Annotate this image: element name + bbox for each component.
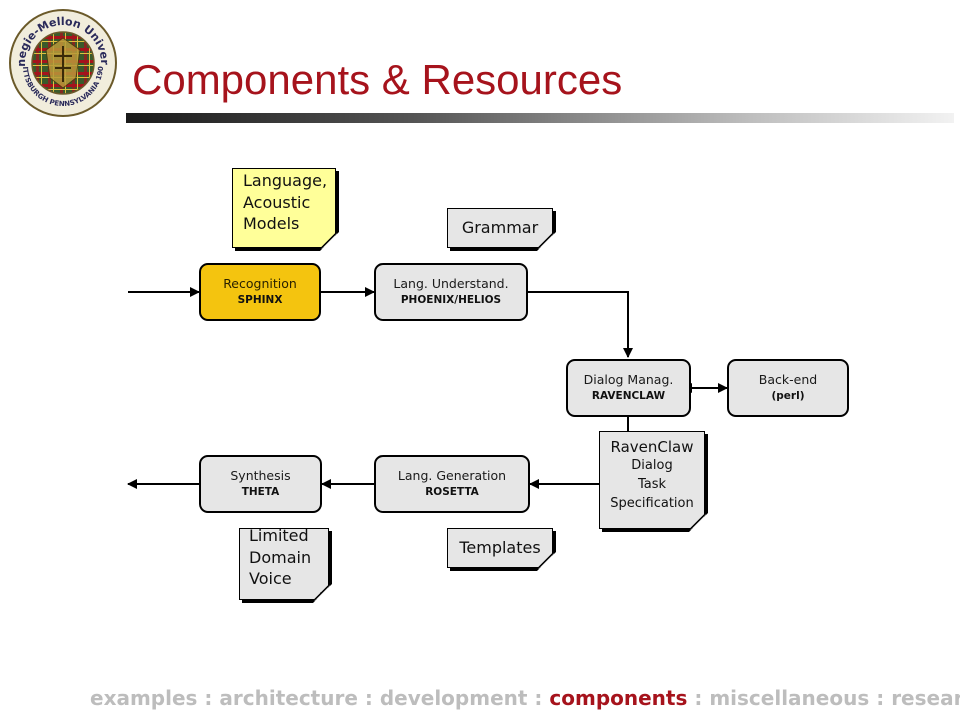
slide-title: Components & Resources xyxy=(132,56,623,103)
templates-label: Templates xyxy=(459,538,541,558)
recognition-component: Recognition SPHINX xyxy=(199,263,321,321)
generation-label: Lang. Generation xyxy=(397,468,507,484)
nav-item-miscellaneous[interactable]: miscellaneous xyxy=(709,686,870,710)
nav-separator: : xyxy=(869,686,892,710)
templates-note: Templates xyxy=(447,528,553,568)
synthesis-component: Synthesis THETA xyxy=(199,455,322,513)
nav-item-examples[interactable]: examples xyxy=(90,686,198,710)
nav-item-architecture[interactable]: architecture xyxy=(219,686,358,710)
models-line-3: Models xyxy=(243,214,300,234)
dialog-label: Dialog Manag. xyxy=(583,372,674,388)
models-line-1: Language, xyxy=(243,171,328,190)
section-nav: examples : architecture : development : … xyxy=(90,686,960,710)
voice-line-2: Domain xyxy=(249,547,312,567)
language-understanding-component: Lang. Understand. PHOENIX/HELIOS xyxy=(374,263,528,321)
dialog-manager-component: Dialog Manag. RAVENCLAW xyxy=(566,359,691,417)
ravenclaw-line-3: Specification xyxy=(610,495,694,511)
nav-item-components[interactable]: components xyxy=(549,686,688,710)
synthesis-label: Synthesis xyxy=(230,468,291,484)
nav-item-development[interactable]: development xyxy=(379,686,528,710)
nav-separator: : xyxy=(527,686,550,710)
language-acoustic-models-note: Language, Acoustic Models xyxy=(232,168,336,248)
nav-separator: : xyxy=(357,686,380,710)
backend-component: Back-end (perl) xyxy=(727,359,849,417)
backend-label: Back-end xyxy=(758,372,818,388)
generation-system: ROSETTA xyxy=(425,486,479,499)
understanding-label: Lang. Understand. xyxy=(393,276,509,292)
university-seal-logo: Carnegie-Mellon University PITTSBURGH PE… xyxy=(8,8,117,117)
ravenclaw-spec-note: RavenClaw Dialog Task Specification xyxy=(599,431,705,529)
synthesis-system: THETA xyxy=(241,486,280,499)
recognition-label: Recognition xyxy=(223,276,297,292)
backend-system: (perl) xyxy=(771,390,805,403)
voice-line-1: Limited xyxy=(249,526,309,545)
ravenclaw-line-2: Task xyxy=(637,477,667,493)
voice-line-3: Voice xyxy=(249,569,292,589)
grammar-note: Grammar xyxy=(447,208,553,248)
ravenclaw-line-1: Dialog xyxy=(631,458,673,474)
ravenclaw-title: RavenClaw xyxy=(610,438,694,456)
nav-separator: : xyxy=(687,686,710,710)
models-line-2: Acoustic xyxy=(243,192,311,212)
nav-separator: : xyxy=(197,686,220,710)
nav-item-research[interactable]: research xyxy=(891,686,960,710)
understanding-system: PHOENIX/HELIOS xyxy=(400,294,502,307)
recognition-system: SPHINX xyxy=(237,294,283,307)
grammar-label: Grammar xyxy=(461,218,539,238)
title-divider xyxy=(126,113,954,123)
limited-domain-voice-note: Limited Domain Voice xyxy=(239,528,329,600)
language-generation-component: Lang. Generation ROSETTA xyxy=(374,455,530,513)
understanding-to-dialog-arrow xyxy=(528,291,633,358)
dialog-system: RAVENCLAW xyxy=(591,390,666,403)
